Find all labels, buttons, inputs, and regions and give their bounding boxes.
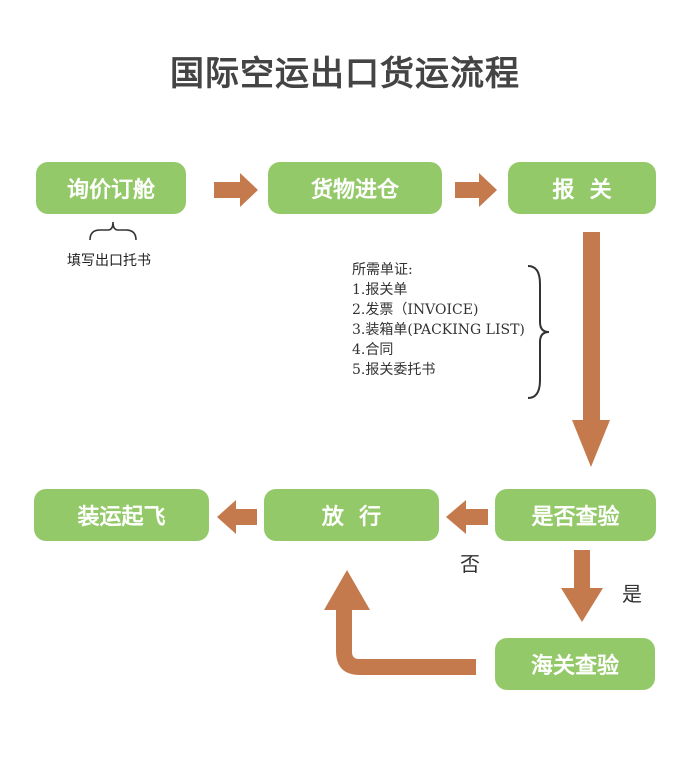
step-inspect-check: 是否查验 — [495, 489, 656, 541]
arrow-inquiry-to-goods — [214, 173, 258, 207]
step-declare: 报 关 — [508, 162, 656, 214]
label-yes: 是 — [622, 582, 642, 606]
doc-item: 2.发票（INVOICE) — [352, 302, 479, 318]
step-customs-inspect: 海关查验 — [495, 638, 655, 690]
doc-item: 3.装箱单(PACKING LIST) — [352, 322, 525, 338]
doc-item: 5.报关委托书 — [352, 362, 436, 378]
docs-title: 所需单证: — [352, 262, 413, 278]
step-release: 放 行 — [264, 489, 439, 541]
arrow-goods-to-declare — [455, 173, 497, 207]
step-inquiry: 询价订舱 — [36, 162, 186, 214]
arrow-check-to-customs — [561, 550, 603, 622]
arrow-customs-to-release — [324, 570, 476, 675]
step-goods-in: 货物进仓 — [268, 162, 442, 214]
required-docs: 所需单证: 1.报关单 2.发票（INVOICE) 3.装箱单(PACKING … — [352, 260, 525, 380]
page-title: 国际空运出口货运流程 — [170, 54, 520, 94]
doc-item: 4.合同 — [352, 342, 394, 358]
arrow-release-to-takeoff — [217, 500, 257, 534]
brace-under-inquiry — [89, 221, 137, 241]
arrow-declare-to-check — [572, 232, 610, 467]
label-no: 否 — [460, 552, 480, 576]
doc-item: 1.报关单 — [352, 282, 408, 298]
arrow-check-to-release — [446, 500, 488, 534]
fill-form-note: 填写出口托书 — [67, 253, 151, 269]
brace-docs — [527, 265, 550, 399]
step-takeoff: 装运起飞 — [34, 489, 209, 541]
